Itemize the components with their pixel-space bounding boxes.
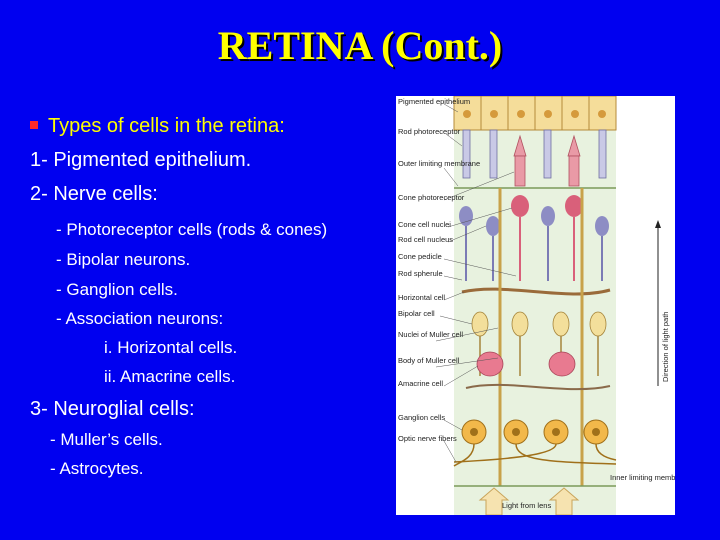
item-nerve-cells: 2- Nerve cells: [30,183,158,205]
item-association: - Association neurons: [56,309,224,328]
bipolar-cells [471,311,607,337]
item-muller: - Muller’s cells. [50,430,163,449]
item-horizontal: i. Horizontal cells. [104,338,238,357]
types-heading: Types of cells in the retina: [48,115,285,137]
label-cone-cell-nuclei: Cone cell nuclei [398,220,451,229]
item-photoreceptor: - Photoreceptor cells (rods & cones) [56,220,328,239]
item-bipolar: - Bipolar neurons. [56,250,191,269]
leader-lines [435,103,517,463]
label-nuclei-of-muller-cell: Nuclei of Muller cell [398,330,463,339]
label-body-of-muller-cell: Body of Muller cell [398,356,460,365]
left-labels: Pigmented epithelium Rod photoreceptor O… [398,97,480,443]
item-pigmented-epithelium: 1- Pigmented epithelium. [30,149,252,171]
label-rod-spherule: Rod spherule [398,269,443,278]
label-direction: Direction of light path [661,312,670,382]
label-cone-pedicle: Cone pedicle [398,252,442,261]
label-bipolar-cell: Bipolar cell [398,309,435,318]
label-rod-cell-nucleus: Rod cell nucleus [398,235,453,244]
item-astrocytes: - Astrocytes. [50,459,144,478]
label-optic-nerve-fibers: Optic nerve fibers [398,434,457,443]
cone-photoreceptors [511,134,583,217]
retina-illustration: Direction of light path Pigmented epithe… [398,96,675,515]
label-rod-photoreceptor: Rod photoreceptor [398,127,461,136]
label-cone-photoreceptor: Cone photoreceptor [398,193,465,202]
tissue-background [454,96,616,515]
item-ganglion: - Ganglion cells. [56,280,178,299]
direction-arrow-head-icon [655,220,661,228]
item-amacrine: ii. Amacrine cells. [104,367,236,386]
light-arrows [478,487,580,515]
horizontal-cell [461,287,611,296]
label-light-from-lens: Light from lens [502,501,551,510]
optic-nerve-fibers [453,443,617,467]
muller-cells [498,188,584,486]
label-ganglion-cells: Ganglion cells [398,413,445,422]
retina-diagram: Direction of light path Pigmented epithe… [396,96,675,515]
label-horizontal-cell: Horizontal cell [398,293,445,302]
item-neuroglial: 3- Neuroglial cells: [30,398,195,420]
rod-photoreceptors [459,129,609,236]
label-inner-limiting-membrane: Inner limiting membrane [610,473,675,482]
label-pigmented-epithelium: Pigmented epithelium [398,97,470,106]
bullet-square-icon [30,120,38,129]
slide-title: RETINA (Cont.) [217,23,503,68]
heading-line: Types of cells in the retina: [30,115,285,138]
label-outer-limiting-membrane: Outer limiting membrane [398,159,480,168]
label-amacrine-cell: Amacrine cell [398,379,443,388]
